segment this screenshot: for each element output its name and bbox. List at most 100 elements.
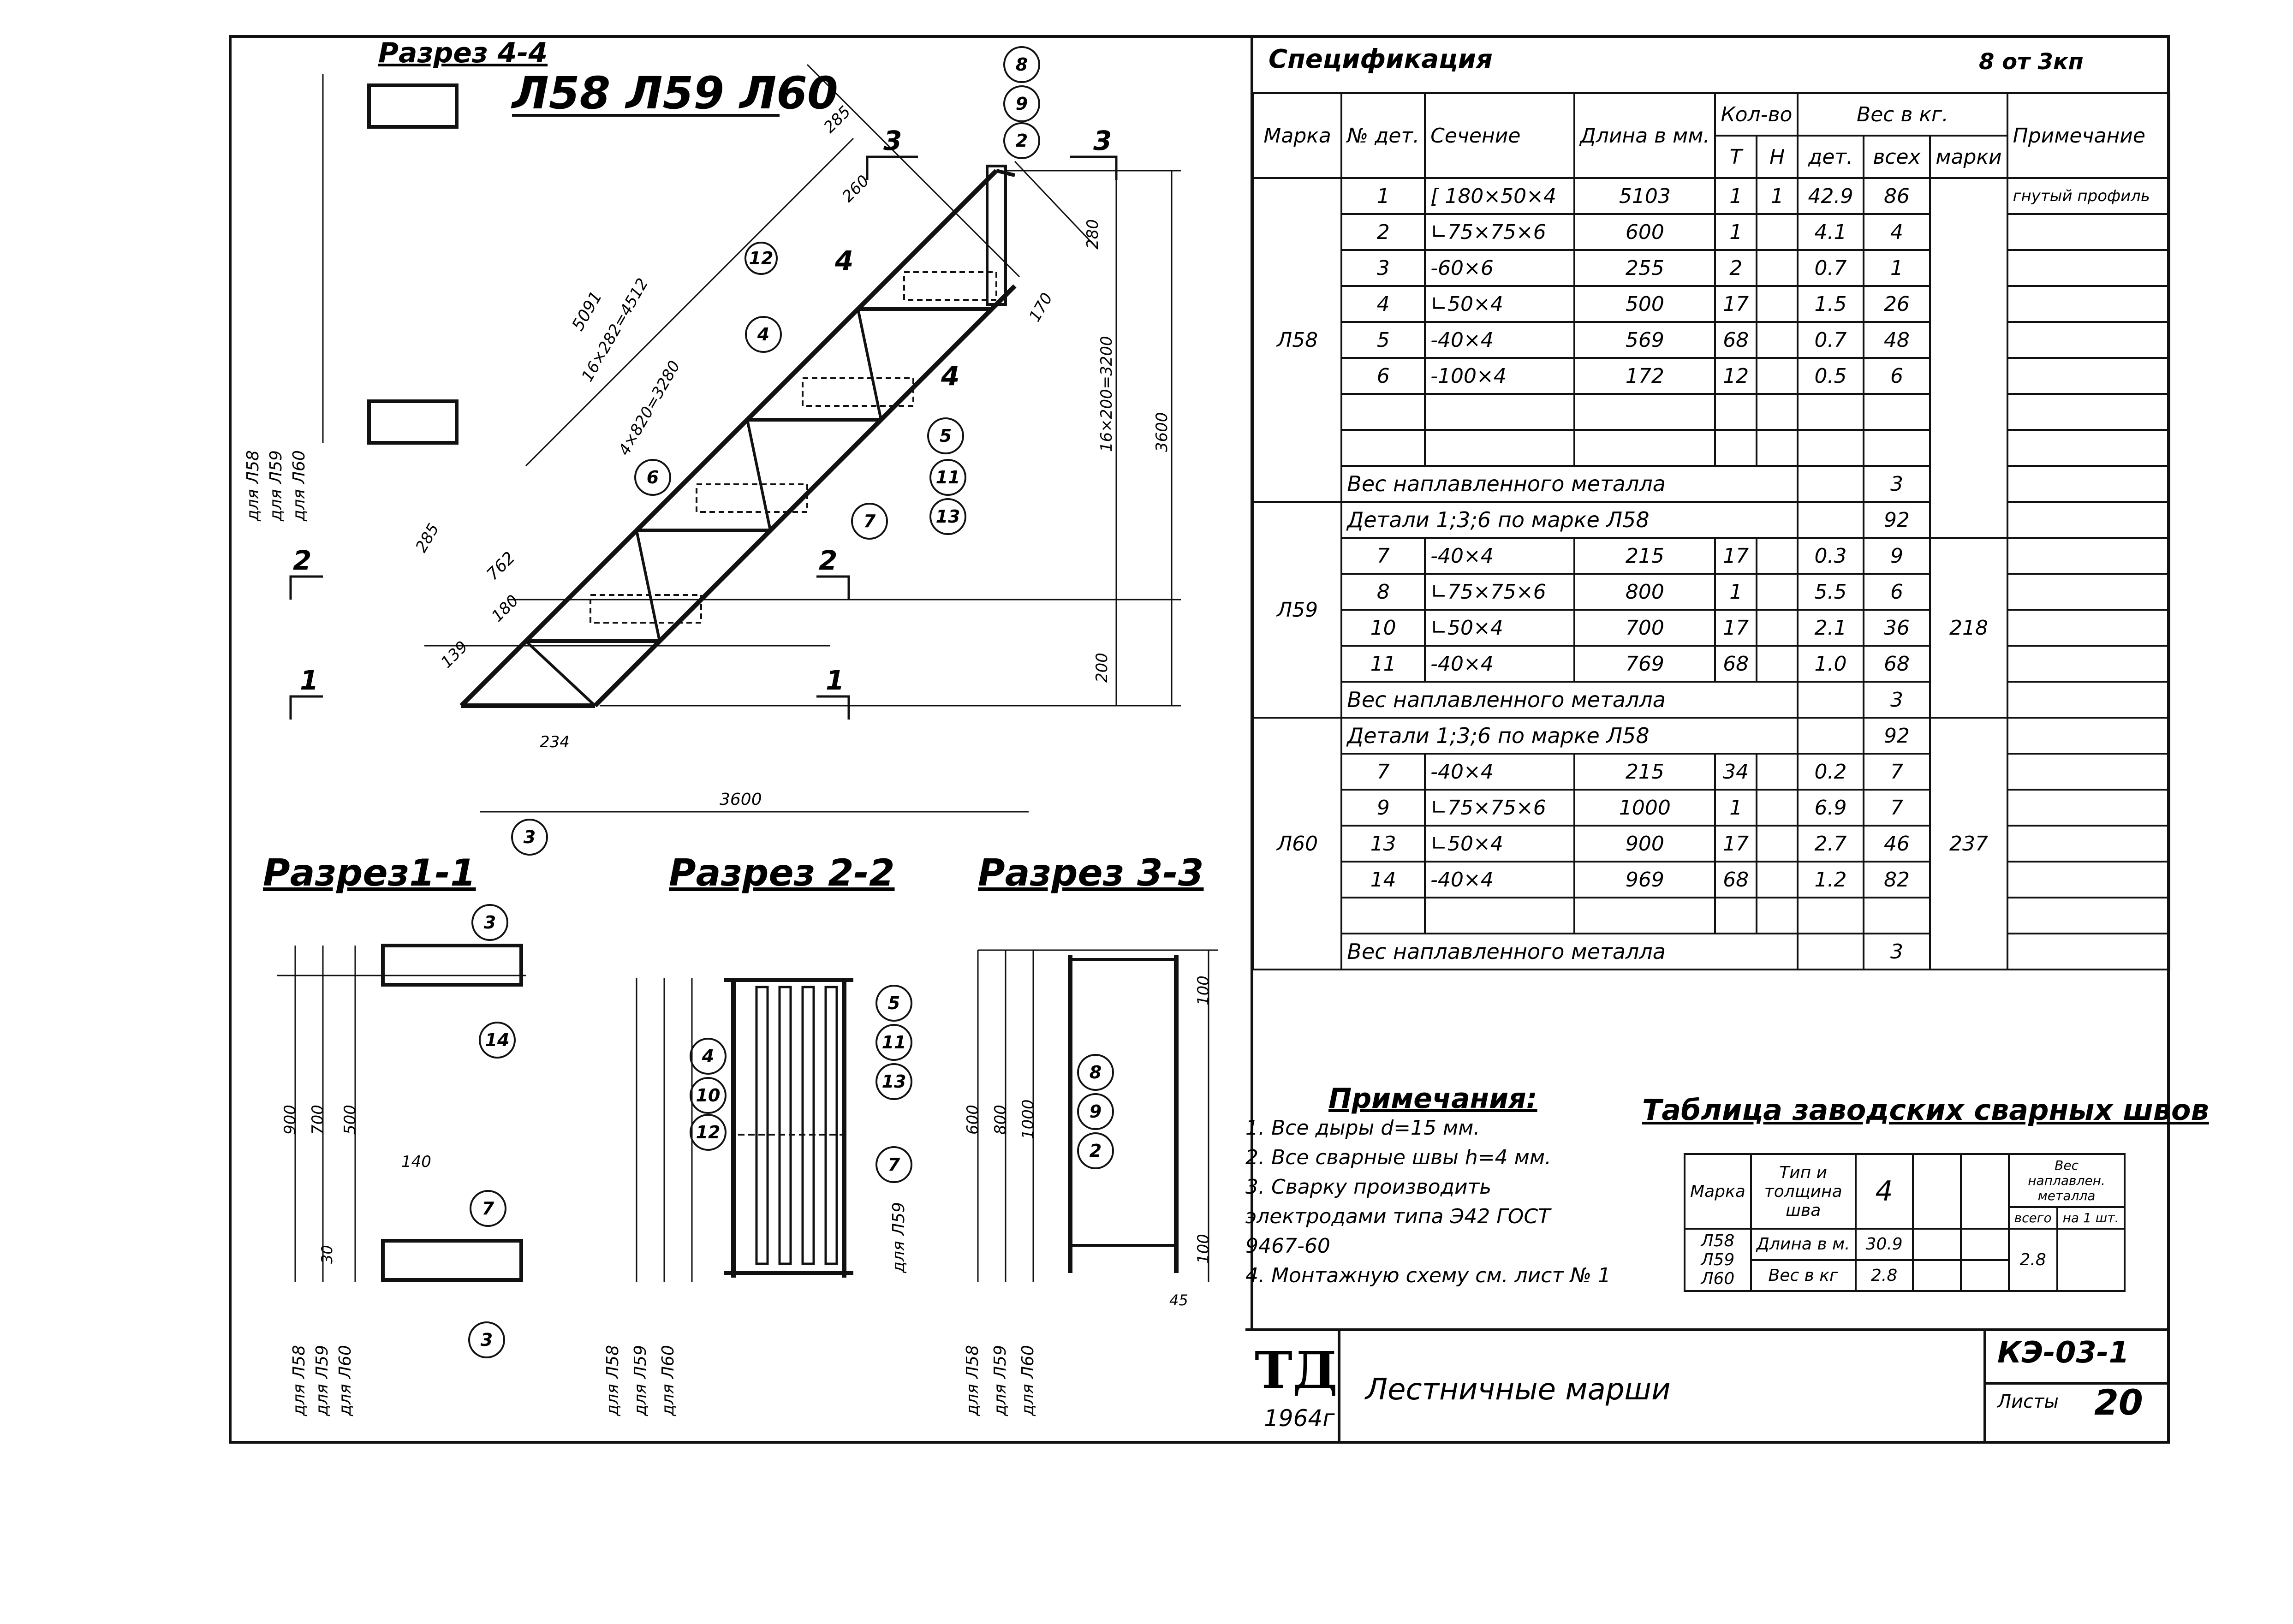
year: 1964г [1264, 1405, 1335, 1432]
cell-det: 11 [1340, 645, 1426, 683]
callout-11: 11 [936, 467, 960, 488]
cell-note [2006, 573, 2171, 611]
dim-900-11: 900 [281, 1105, 299, 1135]
dim-700-11: 700 [309, 1105, 327, 1135]
drawing-code: КЭ-03-1 [1997, 1336, 2129, 1370]
callout-3-s11: 3 [484, 912, 496, 933]
cell-qty-h [1755, 321, 1799, 359]
weld-h-unit: на 1 шт. [2056, 1206, 2126, 1230]
cell-qty-t: 17 [1714, 609, 1757, 647]
drawing-name: Лестничные марши [1365, 1373, 1671, 1407]
dim-4x820: 4×820=3280 [615, 357, 684, 458]
cell-w-all: 48 [1862, 321, 1931, 359]
section-33-title: Разрез 3-3 [978, 851, 1204, 894]
section-44-title: Разрез 4-4 [378, 37, 548, 69]
callout-6: 6 [647, 467, 659, 488]
cell-w-all: 6 [1862, 357, 1931, 395]
cell-note: гнутый профиль [2006, 177, 2171, 215]
cell-section: -40×4 [1424, 753, 1576, 791]
notes-block: Примечания: 1. Все дыры d=15 мм. 2. Все … [1245, 1084, 1611, 1291]
cell-w-mark [1929, 177, 2008, 539]
cell-section: -60×6 [1424, 249, 1576, 287]
for-label-59-b: для Л59 [313, 1345, 332, 1416]
note-item: 2. Все сварные швы h=4 мм. [1245, 1146, 1552, 1169]
cell-det: 9 [1340, 789, 1426, 827]
cell-w-det: 2.7 [1797, 825, 1864, 863]
cell-qty-h [1755, 825, 1799, 863]
callout-10-s22: 10 [696, 1085, 721, 1106]
cell-length: 500 [1573, 285, 1716, 323]
spec-header-row: Марка № дет. Сечение Длина в мм. Кол-во … [1252, 92, 2171, 179]
cell-length: 700 [1573, 609, 1716, 647]
cell-note [2006, 249, 2171, 287]
callout-8-top: 8 [1016, 54, 1028, 75]
cell-note [2006, 213, 2171, 251]
weld-weight-value: 3 [1862, 465, 1931, 503]
mark-weight: 237 [1929, 717, 2008, 970]
hdr-det: № дет. [1340, 92, 1426, 179]
cut-mark-2-right: 2 [819, 545, 837, 576]
cell-qty-t: 1 [1714, 177, 1757, 215]
hdr-qty-h: Н [1755, 135, 1799, 179]
divider [1983, 1331, 1986, 1444]
table-row [1253, 897, 2171, 934]
weld-h-mark: Марка [1684, 1153, 1752, 1230]
weld-h-all: всего [2007, 1206, 2058, 1230]
weld-weight-value: 3 [1862, 933, 1931, 970]
dim-500-11: 500 [341, 1105, 359, 1135]
cell-qty-t: 1 [1714, 573, 1757, 611]
for-label-58-c: для Л58 [603, 1345, 622, 1416]
callout-4-s22: 4 [702, 1046, 714, 1066]
cut-mark-1-left: 1 [300, 665, 318, 696]
for-label-59-d: для Л59 [889, 1202, 908, 1273]
cell-w-det: 0.5 [1797, 357, 1864, 395]
for-label-59-c: для Л59 [631, 1345, 650, 1416]
callout-13-s22: 13 [882, 1071, 906, 1092]
note-item: 4. Монтажную схему см. лист № 1 [1245, 1264, 1611, 1287]
cell-section: -40×4 [1424, 861, 1576, 898]
cell-w-det: 0.2 [1797, 753, 1864, 791]
cell-qty-h: 1 [1755, 177, 1799, 215]
cell-w-det: 0.7 [1797, 321, 1864, 359]
callout-3: 3 [524, 827, 536, 847]
for-label-58-a: для Л58 [244, 450, 262, 522]
table-row: Л58 1 [ 180×50×4 5103 1 1 42.9 86 гнутый… [1252, 177, 2171, 539]
cut-mark-4-top: 4 [834, 245, 853, 276]
callout-5: 5 [940, 426, 952, 446]
cell-det: 2 [1340, 213, 1426, 251]
cell-w-all: 46 [1862, 825, 1931, 863]
cell-note [2006, 753, 2171, 791]
cell-w-det: 1.5 [1797, 285, 1864, 323]
cell-det: 3 [1340, 249, 1426, 287]
cell-w-all: 9 [1862, 537, 1931, 575]
cell-length: 172 [1573, 357, 1716, 395]
cell-qty-t: 1 [1714, 213, 1757, 251]
dim-30: 30 [318, 1245, 336, 1264]
for-label-58-b: для Л58 [290, 1345, 309, 1416]
cell-note [2006, 825, 2171, 863]
dim-5091: 5091 [568, 288, 606, 334]
table-row: 14 -40×4 969 68 1.2 82 [1253, 861, 2171, 898]
hdr-mark: Марка [1252, 92, 1343, 179]
callout-2-s33: 2 [1090, 1141, 1102, 1161]
cell-note [2006, 537, 2171, 575]
cell-qty-h [1755, 249, 1799, 287]
cut-mark-4-bottom: 4 [941, 360, 959, 392]
cell-section: ∟50×4 [1424, 285, 1576, 323]
cell-qty-t: 2 [1714, 249, 1757, 287]
divider [1983, 1382, 2170, 1385]
cell-w-det: 42.9 [1797, 177, 1864, 215]
cell-length: 769 [1573, 645, 1716, 683]
hdr-note: Примечание [2006, 92, 2171, 179]
cell-section: [ 180×50×4 [1424, 177, 1576, 215]
table-row: 7 -40×4 215 34 0.2 7 [1253, 753, 2171, 791]
cell-length: 215 [1573, 753, 1716, 791]
cell-w-det: 2.1 [1797, 609, 1864, 647]
weld-h-weight: Вес наплавлен. металла [2007, 1153, 2126, 1208]
callout-5-s22: 5 [888, 993, 900, 1013]
cell-qty-t: 68 [1714, 861, 1757, 898]
for-label-59-e: для Л59 [991, 1345, 1010, 1416]
cut-mark-1-right: 1 [826, 665, 844, 696]
cell-section: ∟75×75×6 [1424, 213, 1576, 251]
hdr-w-det: дет. [1797, 135, 1864, 179]
